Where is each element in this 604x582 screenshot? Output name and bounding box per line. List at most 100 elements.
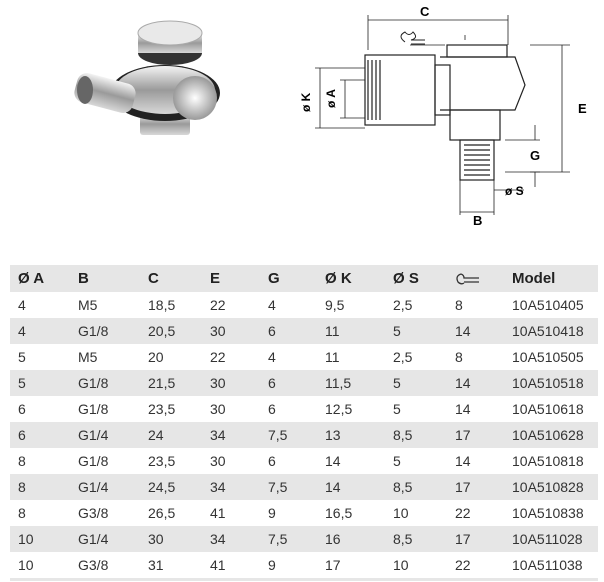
table-cell: 34	[210, 531, 226, 547]
table-cell: 5	[393, 375, 401, 391]
table-cell: G1/8	[78, 401, 109, 417]
table-cell: 6	[268, 401, 276, 417]
header-k: Ø K	[325, 270, 352, 287]
table-cell: 10A510818	[512, 453, 584, 469]
table-cell: 8	[455, 349, 463, 365]
table-cell: 6	[268, 323, 276, 339]
table-cell: G1/4	[78, 531, 109, 547]
table-cell: 17	[455, 479, 471, 495]
table-cell: 10	[18, 531, 34, 547]
table-cell: 26,5	[148, 505, 176, 521]
table-cell: M5	[78, 297, 98, 313]
table-cell: 6	[18, 401, 26, 417]
table-cell: 7,5	[268, 427, 288, 443]
table-cell: G1/8	[78, 453, 109, 469]
table-cell: 20	[148, 349, 164, 365]
header-a: Ø A	[18, 270, 45, 287]
table-cell: 10A510405	[512, 297, 584, 313]
table-cell: 31	[148, 557, 164, 573]
table-cell: 23,5	[148, 401, 176, 417]
table-cell: 10A510838	[512, 505, 584, 521]
header-g: G	[268, 270, 280, 287]
table-cell: 14	[455, 453, 471, 469]
table-cell: 14	[325, 453, 341, 469]
wrench-icon	[400, 31, 425, 45]
table-cell: 34	[210, 479, 226, 495]
table-cell: G1/8	[78, 375, 109, 391]
table-cell: 22	[455, 505, 471, 521]
table-cell: 13	[325, 427, 341, 443]
table-cell: 8	[18, 479, 26, 495]
table-cell: G3/8	[78, 505, 109, 521]
table-cell: 5	[393, 453, 401, 469]
dim-label-g: G	[530, 148, 540, 163]
table-cell: 6	[18, 427, 26, 443]
table-cell: 8,5	[393, 479, 413, 495]
header-s: Ø S	[393, 270, 419, 287]
table-cell: 16,5	[325, 505, 353, 521]
table-cell: 5	[18, 375, 26, 391]
table-cell: 30	[210, 401, 226, 417]
table-cell: 5	[18, 349, 26, 365]
table-cell: 17	[455, 531, 471, 547]
table-cell: 6	[268, 375, 276, 391]
dim-label-c: C	[420, 4, 430, 19]
table-cell: 4	[268, 297, 276, 313]
table-cell: 21,5	[148, 375, 176, 391]
table-cell: 17	[455, 427, 471, 443]
table-cell: 9	[268, 505, 276, 521]
table-cell: G3/8	[78, 557, 109, 573]
table-cell: 10A510505	[512, 349, 584, 365]
table-cell: 22	[455, 557, 471, 573]
table-cell: 2,5	[393, 349, 413, 365]
table-cell: G1/4	[78, 427, 109, 443]
table-cell: 4	[18, 297, 26, 313]
table-cell: 5	[393, 401, 401, 417]
table-cell: 8	[18, 505, 26, 521]
table-cell: 14	[325, 479, 341, 495]
table-cell: 16	[325, 531, 341, 547]
table-cell: 18,5	[148, 297, 176, 313]
table-cell: 8	[18, 453, 26, 469]
product-photo	[74, 20, 220, 135]
header-b: B	[78, 270, 89, 287]
table-cell: 22	[210, 349, 226, 365]
table-cell: 11	[325, 323, 340, 339]
dim-label-s: ø S	[505, 184, 524, 198]
table-cell: 6	[268, 453, 276, 469]
dim-label-k: ø K	[299, 92, 313, 112]
table-cell: 41	[210, 557, 226, 573]
table-cell: 12,5	[325, 401, 353, 417]
table-cell: 11	[325, 349, 340, 365]
table-cell: 30	[148, 531, 164, 547]
table-cell: 9	[268, 557, 276, 573]
table-cell: 10A511028	[512, 531, 583, 547]
table-cell: G1/4	[78, 479, 109, 495]
table-cell: 2,5	[393, 297, 413, 313]
table-cell: 10	[393, 505, 409, 521]
table-cell: 10A510618	[512, 401, 584, 417]
table-cell: 10A510418	[512, 323, 584, 339]
table-cell: 8,5	[393, 427, 413, 443]
table-cell: 30	[210, 453, 226, 469]
table-cell: 20,5	[148, 323, 176, 339]
table-cell: 10A510518	[512, 375, 584, 391]
table-cell: G1/8	[78, 323, 109, 339]
table-header: Ø A B C E G Ø K Ø S Model	[10, 265, 598, 292]
table-cell: 30	[210, 375, 226, 391]
table-cell: 5	[393, 323, 401, 339]
table-cell: 22	[210, 297, 226, 313]
table-cell: 11,5	[325, 375, 352, 391]
header-e: E	[210, 270, 221, 287]
table-cell: 17	[325, 557, 341, 573]
table-cell: 10	[18, 557, 34, 573]
table-cell: 30	[210, 323, 226, 339]
